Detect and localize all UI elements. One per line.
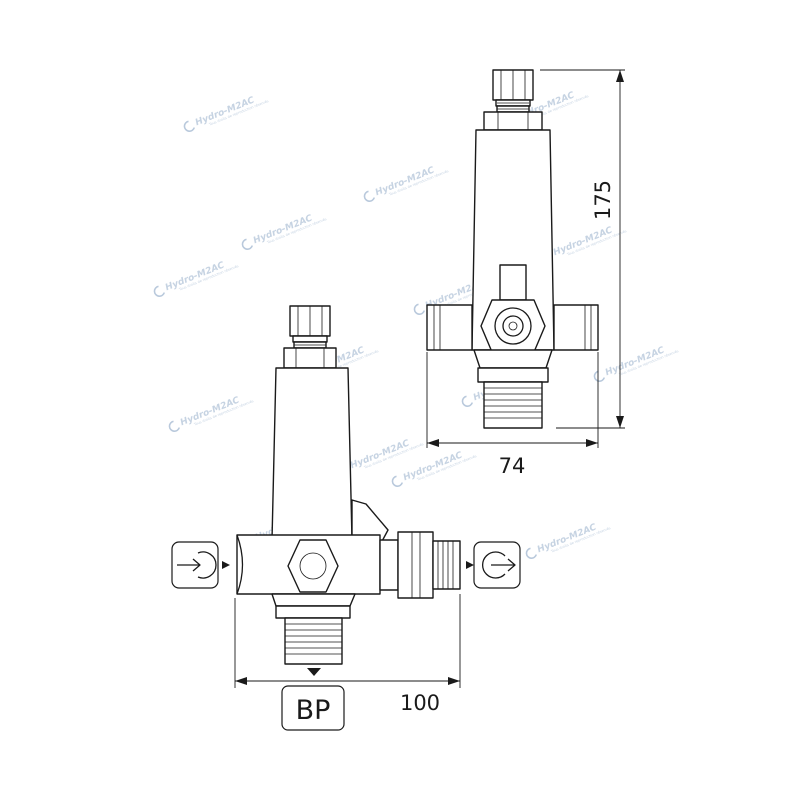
- watermark-text: Hydro-M2AC: [374, 165, 436, 198]
- top-width-dimension-label: 74: [499, 454, 526, 478]
- dimension-width-top: 74: [426, 352, 599, 478]
- bp-label-text: BP: [296, 695, 331, 726]
- arrow-into-circle-icon: [177, 551, 217, 579]
- bottom-thread: [285, 623, 342, 655]
- front-thread: [484, 387, 542, 419]
- dimension-width-bottom: 100: [234, 594, 461, 715]
- front-view: [426, 69, 599, 429]
- watermark-text: Hydro-M2AC: [536, 522, 598, 555]
- outlet-port-marker: [466, 541, 521, 589]
- bottom-port-label: BP: [281, 685, 345, 731]
- side-view: [236, 305, 461, 676]
- watermark-text: Hydro-M2AC: [194, 95, 256, 128]
- outlet-thread: [437, 541, 454, 589]
- watermark-text: Hydro-M2AC: [252, 213, 314, 246]
- watermark-text: Hydro-M2AC: [179, 395, 241, 428]
- inlet-port-marker: [171, 541, 230, 589]
- arrow-out-of-circle-icon: [482, 551, 516, 579]
- dimension-height: 175: [540, 69, 625, 429]
- watermark-text: Hydro-M2AC: [402, 450, 464, 483]
- watermark-text: Hydro-M2AC: [604, 345, 666, 378]
- watermark-text: Hydro-M2AC: [164, 260, 226, 293]
- bottom-width-dimension-label: 100: [400, 691, 440, 715]
- watermark-text: Hydro-M2AC: [349, 438, 411, 471]
- height-dimension-label: 175: [591, 180, 615, 220]
- watermark-text: Hydro-M2AC: [552, 225, 614, 258]
